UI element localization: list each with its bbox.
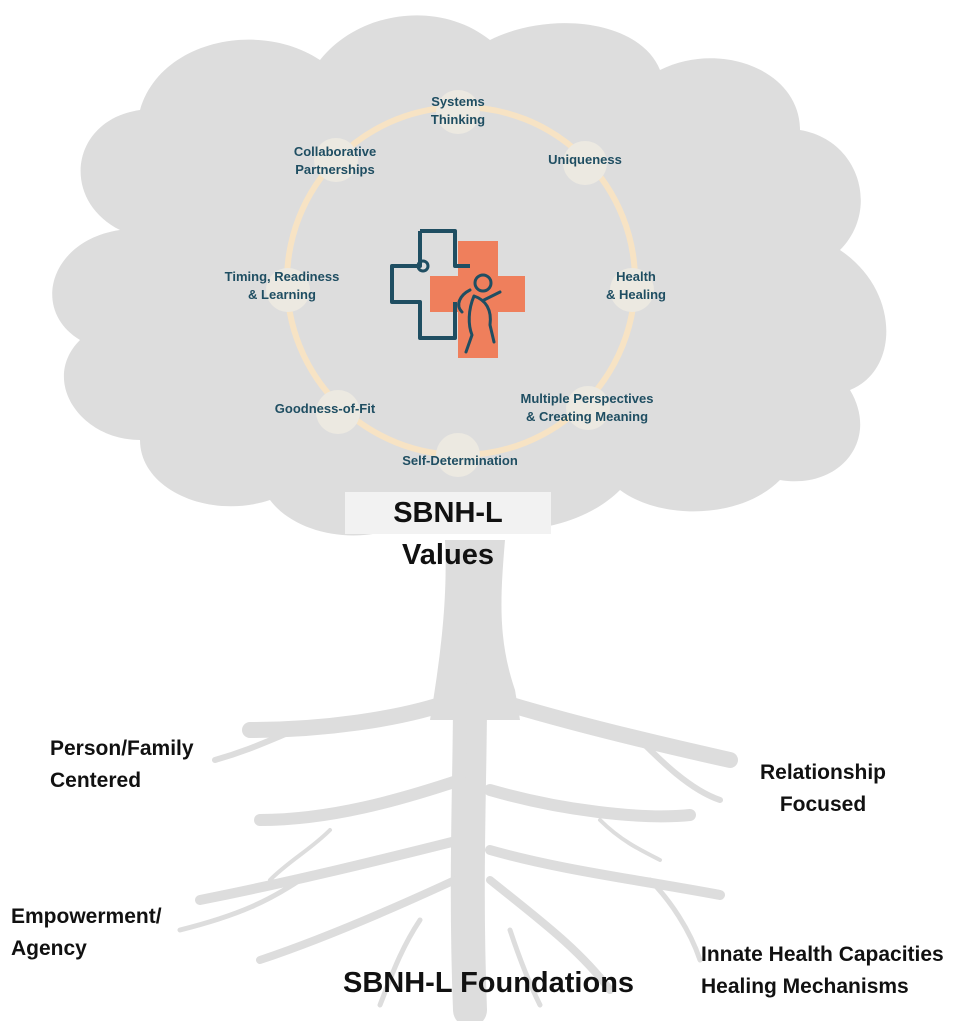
tree-trunk	[430, 540, 520, 720]
value-node-health	[610, 268, 654, 312]
foundation-label-person-family: Person/Family Centered	[50, 737, 194, 792]
cross-outline-shape	[390, 229, 470, 340]
value-node-systems	[436, 90, 480, 134]
value-label-uniqueness: Uniqueness	[548, 152, 622, 167]
value-label-multiple-perspectives: Multiple Perspectives & Creating Meaning	[520, 391, 654, 424]
foundations-title: SBNH-L Foundations	[343, 967, 635, 999]
value-label-goodness-of-fit: Goodness-of-Fit	[274, 401, 376, 416]
cross-fill-shape	[430, 241, 525, 358]
value-label-self-determination: Self-Determination	[402, 453, 518, 468]
foundation-label-innate-health: Innate Health Capacities Healing Mechani…	[701, 943, 944, 998]
value-nodes	[266, 90, 654, 477]
person-body	[457, 288, 502, 354]
value-label-health-healing: Health & Healing	[606, 269, 666, 302]
foundation-label-empowerment: Empowerment/ Agency	[11, 905, 162, 960]
value-label-systems-thinking: Systems Thinking	[430, 94, 486, 127]
health-cross-person-logo	[390, 229, 525, 358]
value-label-collaborative-partnerships: Collaborative Partnerships	[293, 144, 377, 177]
value-label-timing-readiness: Timing, Readiness & Learning	[224, 269, 340, 302]
value-node-goodness	[316, 390, 360, 434]
value-node-selfdet	[436, 433, 480, 477]
value-node-timing	[266, 268, 310, 312]
values-title: SBNH-L Values	[345, 492, 551, 571]
value-node-uniqueness	[563, 141, 607, 185]
foundation-label-relationship: Relationship Focused	[760, 761, 887, 816]
value-node-collab	[314, 138, 358, 182]
value-node-multiple	[566, 386, 610, 430]
tree-roots	[177, 683, 738, 1021]
person-head	[473, 273, 493, 293]
